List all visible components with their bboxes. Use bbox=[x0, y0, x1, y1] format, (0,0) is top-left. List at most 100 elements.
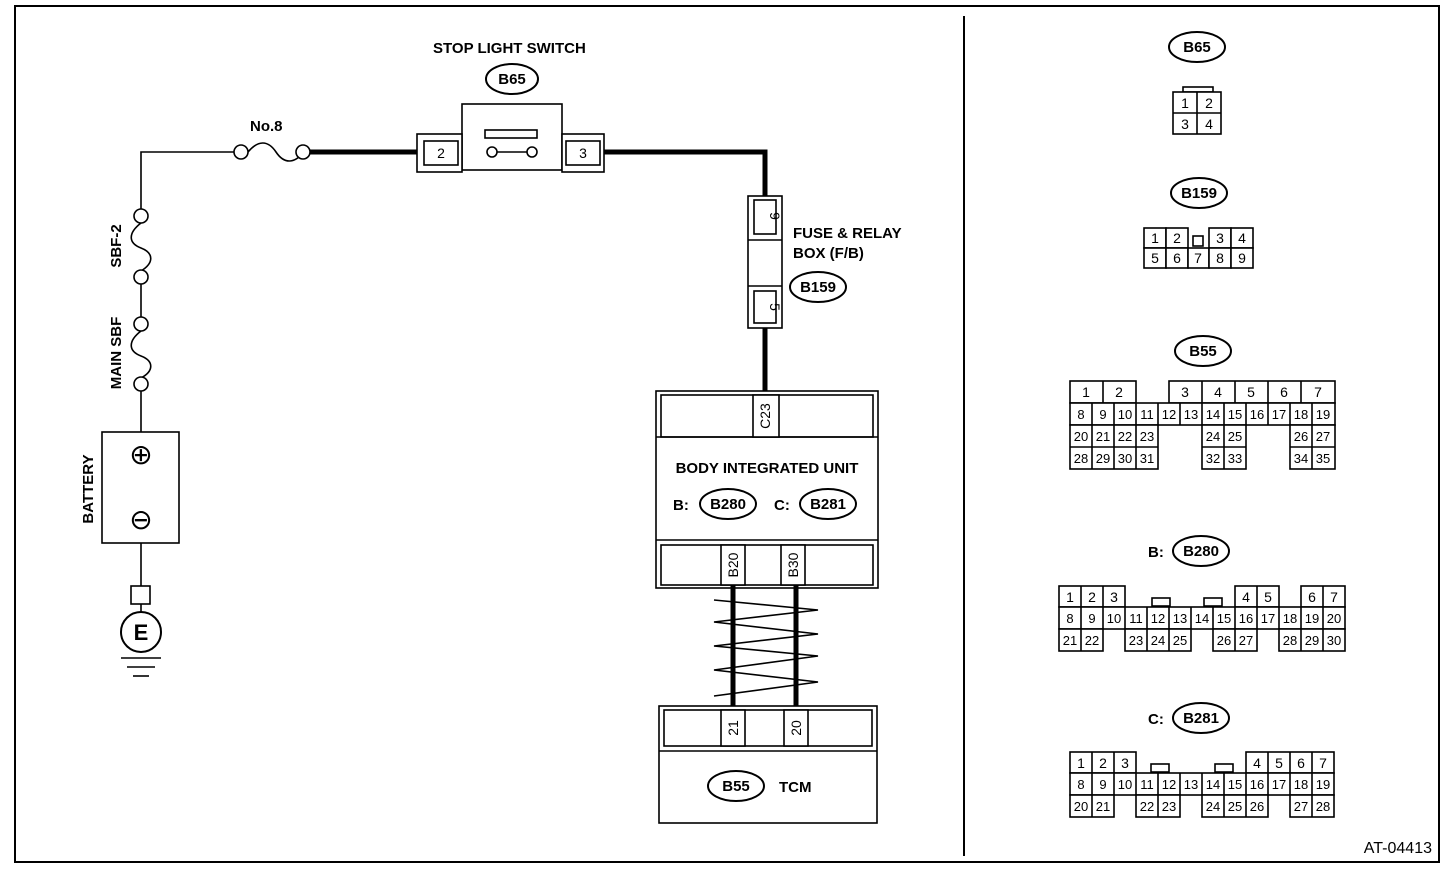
svg-text:7: 7 bbox=[1330, 589, 1338, 605]
svg-text:12: 12 bbox=[1151, 611, 1165, 626]
svg-text:31: 31 bbox=[1140, 451, 1154, 466]
wire-left-vertical bbox=[140, 151, 236, 216]
svg-text:B159: B159 bbox=[800, 279, 836, 296]
svg-text:29: 29 bbox=[1305, 633, 1319, 648]
svg-text:28: 28 bbox=[1283, 633, 1297, 648]
b159-fusebox-badge: B159 bbox=[789, 271, 847, 303]
svg-text:9: 9 bbox=[1099, 407, 1106, 422]
svg-text:5: 5 bbox=[1264, 589, 1272, 605]
svg-text:24: 24 bbox=[1206, 429, 1220, 444]
svg-text:5: 5 bbox=[1151, 250, 1159, 266]
svg-text:9: 9 bbox=[1088, 611, 1095, 626]
circuit-section: No.8 STOP LIGHT SWITCH B65 2 3 bbox=[80, 40, 902, 824]
connector-section: B65 1 2 3 4 B159 1 bbox=[1058, 31, 1432, 857]
svg-text:1: 1 bbox=[1082, 384, 1090, 400]
battery bbox=[101, 431, 180, 586]
fuse-no8-label: No.8 bbox=[250, 118, 283, 135]
b280-prefix: B: bbox=[1148, 544, 1164, 561]
ground-label: E bbox=[134, 620, 149, 645]
svg-text:11: 11 bbox=[1129, 611, 1143, 626]
tcm-pin-20: 20 bbox=[788, 720, 804, 736]
svg-text:17: 17 bbox=[1272, 407, 1286, 422]
switch-pin-2: 2 bbox=[437, 145, 445, 161]
battery-plus-icon: ⊕ bbox=[129, 439, 152, 470]
svg-text:14: 14 bbox=[1195, 611, 1209, 626]
svg-text:25: 25 bbox=[1228, 799, 1242, 814]
svg-text:25: 25 bbox=[1173, 633, 1187, 648]
svg-text:4: 4 bbox=[1205, 116, 1213, 132]
b55-badge: B55 bbox=[1174, 335, 1232, 367]
fusebox-label-line1: FUSE & RELAY bbox=[793, 225, 902, 242]
svg-text:11: 11 bbox=[1140, 777, 1154, 792]
svg-text:18: 18 bbox=[1283, 611, 1297, 626]
svg-text:16: 16 bbox=[1250, 407, 1264, 422]
body-integrated-unit bbox=[655, 390, 879, 589]
svg-text:25: 25 bbox=[1228, 429, 1242, 444]
main-sbf-label: MAIN SBF bbox=[108, 317, 125, 390]
svg-text:27: 27 bbox=[1294, 799, 1308, 814]
tcm-unit bbox=[658, 705, 878, 824]
twisted-pair-marks bbox=[713, 599, 819, 697]
svg-text:18: 18 bbox=[1294, 407, 1308, 422]
b281-biu-badge: B281 bbox=[799, 488, 857, 520]
biu-pin-c23: C23 bbox=[757, 403, 773, 429]
svg-text:27: 27 bbox=[1239, 633, 1253, 648]
svg-text:8: 8 bbox=[1077, 407, 1084, 422]
svg-text:3: 3 bbox=[1216, 230, 1224, 246]
svg-text:13: 13 bbox=[1184, 407, 1198, 422]
biu-label: BODY INTEGRATED UNIT bbox=[676, 460, 859, 477]
svg-text:5: 5 bbox=[1275, 755, 1283, 771]
svg-text:3: 3 bbox=[1121, 755, 1129, 771]
biu-pin-b20: B20 bbox=[725, 552, 741, 577]
svg-text:28: 28 bbox=[1316, 799, 1330, 814]
svg-text:24: 24 bbox=[1151, 633, 1165, 648]
svg-text:4: 4 bbox=[1242, 589, 1250, 605]
svg-text:17: 17 bbox=[1261, 611, 1275, 626]
svg-text:16: 16 bbox=[1250, 777, 1264, 792]
svg-text:16: 16 bbox=[1239, 611, 1253, 626]
b280-badge: B280 bbox=[1172, 535, 1230, 567]
svg-text:3: 3 bbox=[1181, 116, 1189, 132]
biu-b-prefix: B: bbox=[673, 497, 689, 514]
svg-text:5: 5 bbox=[1247, 384, 1255, 400]
svg-text:20: 20 bbox=[1327, 611, 1341, 626]
svg-text:7: 7 bbox=[1319, 755, 1327, 771]
fusebox-pin-9: 9 bbox=[767, 212, 783, 220]
svg-text:1: 1 bbox=[1151, 230, 1159, 246]
svg-text:33: 33 bbox=[1228, 451, 1242, 466]
svg-text:23: 23 bbox=[1140, 429, 1154, 444]
svg-text:7: 7 bbox=[1194, 250, 1202, 266]
svg-text:20: 20 bbox=[1074, 799, 1088, 814]
svg-text:30: 30 bbox=[1118, 451, 1132, 466]
svg-text:10: 10 bbox=[1118, 777, 1132, 792]
battery-minus-icon: ⊖ bbox=[129, 504, 152, 535]
biu-c-prefix: C: bbox=[774, 497, 790, 514]
b159-connector: 1 2 3 4 5 6 7 8 9 bbox=[1143, 227, 1254, 269]
svg-text:B281: B281 bbox=[1183, 710, 1219, 727]
fuse-main-sbf bbox=[130, 316, 152, 432]
svg-text:35: 35 bbox=[1316, 451, 1330, 466]
svg-text:6: 6 bbox=[1280, 384, 1288, 400]
svg-text:21: 21 bbox=[1096, 429, 1110, 444]
b280-connector: 1 2 3 4 5 6 7 8 9 10 11 12 13 1 bbox=[1058, 585, 1346, 652]
b65-switch-badge: B65 bbox=[485, 63, 539, 95]
b281-badge: B281 bbox=[1172, 702, 1230, 734]
svg-text:B55: B55 bbox=[1189, 343, 1217, 360]
stop-light-switch-label: STOP LIGHT SWITCH bbox=[433, 40, 586, 57]
svg-text:6: 6 bbox=[1173, 250, 1181, 266]
svg-text:B159: B159 bbox=[1181, 185, 1217, 202]
svg-text:11: 11 bbox=[1140, 407, 1154, 422]
svg-text:27: 27 bbox=[1316, 429, 1330, 444]
b280-biu-badge: B280 bbox=[699, 488, 757, 520]
svg-text:13: 13 bbox=[1173, 611, 1187, 626]
fusebox-pin-5: 5 bbox=[767, 303, 783, 311]
svg-text:19: 19 bbox=[1305, 611, 1319, 626]
svg-text:22: 22 bbox=[1118, 429, 1132, 444]
svg-text:B280: B280 bbox=[1183, 543, 1219, 560]
svg-text:4: 4 bbox=[1253, 755, 1261, 771]
svg-text:7: 7 bbox=[1314, 384, 1322, 400]
stop-light-switch bbox=[416, 103, 605, 173]
svg-text:32: 32 bbox=[1206, 451, 1220, 466]
svg-text:21: 21 bbox=[1063, 633, 1077, 648]
